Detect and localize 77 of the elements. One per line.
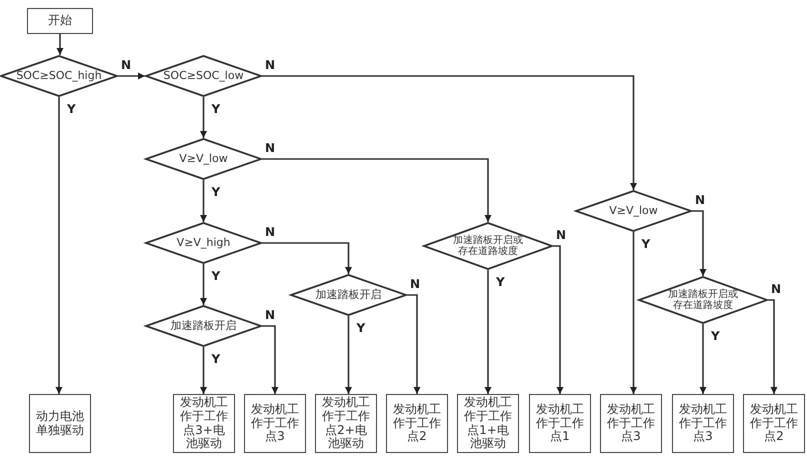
- edge-label: Y: [356, 322, 366, 335]
- arrow: [56, 97, 62, 394]
- step-text: 发动机工作于工作点2: [749, 402, 799, 444]
- edge-label: N: [694, 194, 706, 207]
- arrow: [200, 180, 207, 222]
- condition-text: V≥V_low: [179, 152, 228, 166]
- step-text: 发动机工作于工作点1: [535, 402, 585, 444]
- arrow: [345, 316, 352, 394]
- step-text: 发动机工作于工作点3: [678, 402, 728, 444]
- edge-label: Y: [495, 276, 506, 289]
- step-text: 发动机工作于工作点2: [392, 402, 442, 444]
- edge-label: Y: [210, 103, 222, 116]
- process-box: [672, 394, 734, 453]
- arrow: [262, 242, 352, 274]
- arrow: [200, 347, 207, 394]
- decision-diamond: [290, 274, 407, 316]
- arrow: [768, 299, 778, 394]
- edge-label: Y: [210, 270, 222, 283]
- step-text: 发动机工作于工作点1+电池驱动: [463, 396, 513, 452]
- condition-text: V≥V_high: [176, 236, 230, 250]
- arrow: [553, 245, 564, 394]
- decision-diamond: [145, 222, 262, 264]
- process-box: [743, 394, 805, 453]
- step-text: 发动机工作于工作点3: [606, 402, 656, 444]
- process-box: [386, 394, 448, 453]
- process-box: [529, 394, 591, 453]
- arrow: [200, 97, 207, 138]
- arrow: [262, 158, 492, 222]
- process-box: [27, 8, 93, 34]
- process-box: [315, 394, 377, 453]
- condition-text: 加速踏板开启: [170, 320, 236, 332]
- arrow: [262, 75, 637, 190]
- arrow: [262, 325, 278, 394]
- process-box: [457, 394, 519, 453]
- decision-diamond: [423, 222, 553, 270]
- edge-label: N: [120, 59, 132, 72]
- step-text: 动力电池单独驱动: [35, 410, 85, 438]
- edge-label: Y: [210, 353, 222, 366]
- process-box: [244, 394, 306, 453]
- condition-text: V≥V_low: [609, 204, 658, 218]
- condition-text: SOC≥SOC_low: [163, 70, 244, 82]
- process-box: [29, 394, 91, 453]
- decision-diamond: [0, 55, 118, 97]
- edge-label: N: [264, 59, 276, 72]
- edge-label: Y: [640, 238, 652, 251]
- edge-label: N: [409, 278, 422, 291]
- condition-text: 加速踏板开启或存在道路坡度: [667, 288, 739, 312]
- decision-diamond: [145, 138, 262, 180]
- condition-text: SOC≥SOC_high: [16, 70, 102, 82]
- step-text: 发动机工作于工作点3: [250, 402, 300, 444]
- edge-label: N: [264, 309, 276, 322]
- arrow: [200, 264, 207, 305]
- decision-diamond: [145, 55, 262, 97]
- arrow: [630, 232, 637, 394]
- edge-label: N: [770, 283, 782, 296]
- decision-diamond: [145, 305, 262, 347]
- arrow: [700, 324, 706, 394]
- edge-label: N: [264, 142, 276, 155]
- condition-text: 加速踏板开启: [316, 288, 382, 302]
- condition-text: 加速踏板开启或存在道路坡度: [452, 234, 524, 258]
- edge-label: N: [555, 229, 568, 242]
- arrow: [692, 210, 706, 276]
- process-box: [600, 394, 662, 453]
- edge-label: N: [264, 226, 276, 239]
- arrow: [484, 270, 492, 394]
- arrow: [407, 294, 420, 394]
- edge-label: Y: [710, 330, 721, 343]
- process-box: [173, 394, 235, 453]
- step-text: 发动机工作于工作点2+电池驱动: [321, 396, 371, 452]
- arrow: [56, 34, 64, 55]
- decision-diamond: [638, 276, 768, 324]
- decision-diamond: [575, 190, 692, 232]
- arrow: [118, 72, 145, 80]
- edge-label: Y: [210, 186, 222, 199]
- step-text: 开始: [48, 14, 72, 28]
- step-text: 发动机工作于工作点3+电池驱动: [179, 396, 229, 452]
- edge-label: Y: [66, 103, 77, 116]
